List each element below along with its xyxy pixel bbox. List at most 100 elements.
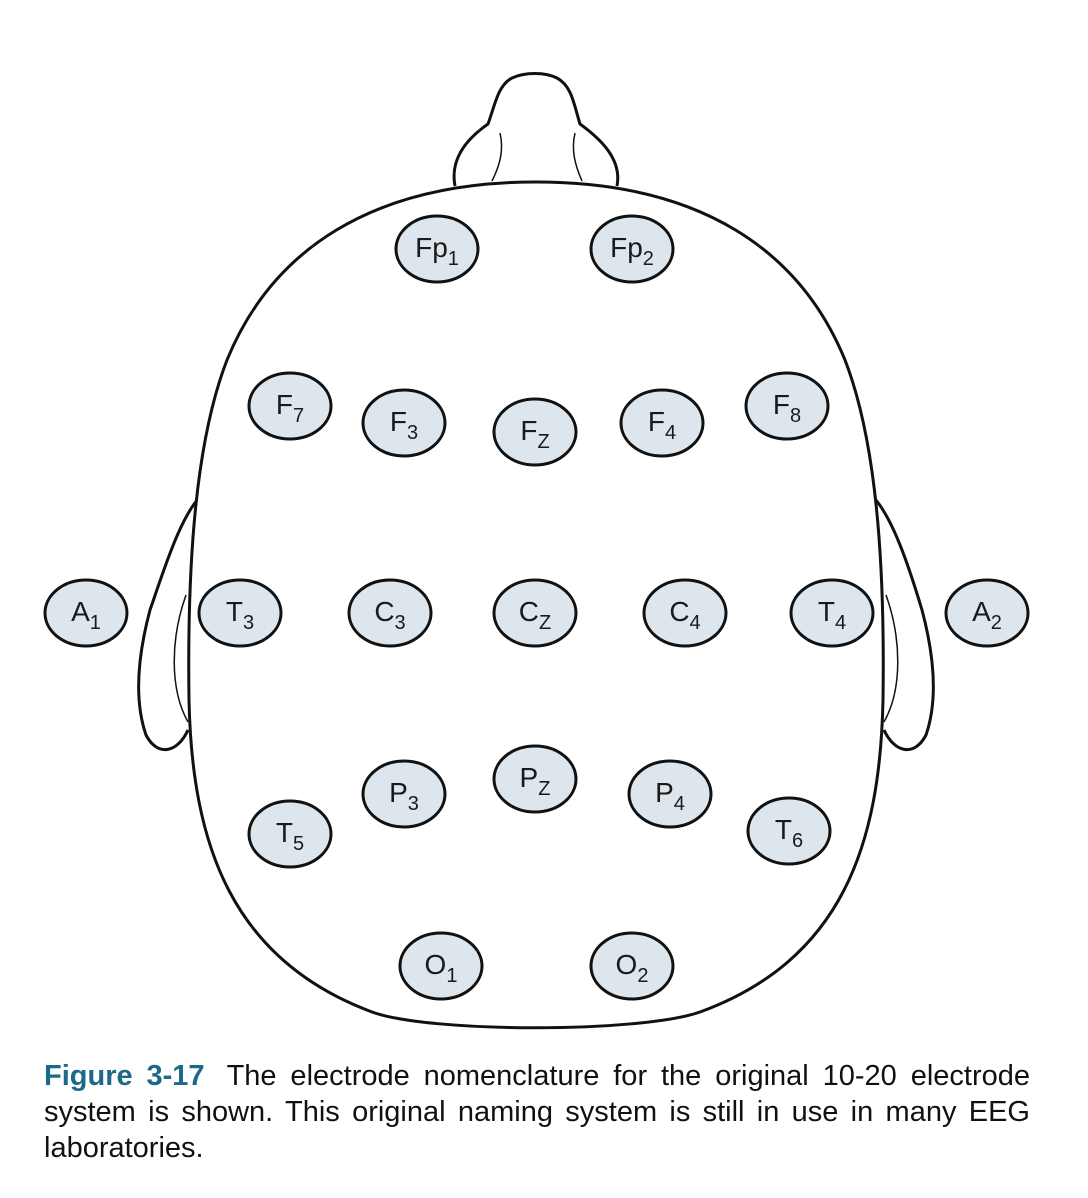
- electrode-f3-circle: [361, 388, 447, 458]
- electrode-fp1-subscript: 1: [448, 248, 459, 270]
- electrode-p4-base: P: [655, 777, 674, 808]
- electrode-fz-label: FZ: [520, 415, 549, 453]
- electrode-o1-circle: [398, 931, 484, 1001]
- electrode-f4: F4: [619, 388, 705, 458]
- electrode-o2: O2: [589, 931, 675, 1001]
- electrode-p3-subscript: 3: [408, 793, 419, 815]
- electrode-p3-base: P: [389, 777, 408, 808]
- electrode-pz-base: P: [520, 762, 539, 793]
- electrode-fz: FZ: [492, 397, 578, 467]
- electrode-t5-circle: [247, 799, 333, 869]
- electrode-f3-subscript: 3: [407, 422, 418, 444]
- electrode-a2: A2: [944, 578, 1030, 648]
- right-ear-inner: [883, 594, 899, 723]
- electrode-fz-circle: [492, 397, 578, 467]
- electrode-t3-base: T: [226, 596, 243, 627]
- electrode-o2-base: O: [616, 949, 638, 980]
- electrode-o1-subscript: 1: [446, 965, 457, 987]
- electrode-f7-label: F7: [276, 389, 304, 427]
- electrode-c4-circle: [642, 578, 728, 648]
- electrode-o1: O1: [398, 931, 484, 1001]
- electrode-t6: T6: [746, 796, 832, 866]
- electrode-p3-label: P3: [389, 777, 419, 815]
- electrode-fz-base: F: [520, 415, 537, 446]
- electrode-t3-label: T3: [226, 596, 254, 634]
- figure-label: Figure 3-17: [44, 1060, 205, 1092]
- electrode-f8-circle: [744, 371, 830, 441]
- electrode-p4-label: P4: [655, 777, 685, 815]
- electrode-fp2-label: Fp2: [610, 232, 654, 270]
- electrode-cz-label: CZ: [519, 596, 551, 634]
- electrode-pz: PZ: [492, 744, 578, 814]
- electrode-fp2-base: Fp: [610, 232, 643, 263]
- electrode-t6-subscript: 6: [792, 830, 803, 852]
- electrode-c3-subscript: 3: [395, 612, 406, 634]
- electrode-c4: C4: [642, 578, 728, 648]
- electrode-a2-subscript: 2: [991, 612, 1002, 634]
- electrode-c3-label: C3: [374, 596, 405, 634]
- electrode-t3: T3: [197, 578, 283, 648]
- electrode-t6-label: T6: [775, 814, 803, 852]
- electrode-fp1-base: Fp: [415, 232, 448, 263]
- electrode-t6-base: T: [775, 814, 792, 845]
- electrode-f8-base: F: [773, 389, 790, 420]
- electrode-pz-circle: [492, 744, 578, 814]
- electrode-f4-base: F: [648, 406, 665, 437]
- electrode-f4-label: F4: [648, 406, 676, 444]
- electrode-t4-base: T: [818, 596, 835, 627]
- electrode-a2-base: A: [972, 596, 991, 627]
- electrode-cz: CZ: [492, 578, 578, 648]
- electrode-fp1-label: Fp1: [415, 232, 459, 270]
- electrode-t5: T5: [247, 799, 333, 869]
- electrode-c3-base: C: [374, 596, 394, 627]
- electrode-cz-subscript: Z: [539, 612, 551, 634]
- electrode-f4-circle: [619, 388, 705, 458]
- electrode-t4-circle: [789, 578, 875, 648]
- electrode-fz-subscript: Z: [537, 431, 549, 453]
- electrode-f4-subscript: 4: [665, 422, 676, 444]
- electrode-pz-label: PZ: [520, 762, 551, 800]
- electrode-a1-label: A1: [71, 596, 101, 634]
- electrode-a2-label: A2: [972, 596, 1002, 634]
- electrode-f8-label: F8: [773, 389, 801, 427]
- electrode-c4-label: C4: [669, 596, 700, 634]
- electrode-o1-label: O1: [425, 949, 458, 987]
- electrode-fp2-circle: [589, 214, 675, 284]
- electrode-p4: P4: [627, 759, 713, 829]
- electrode-fp1-circle: [394, 214, 480, 284]
- electrode-c4-subscript: 4: [690, 612, 701, 634]
- electrode-t6-circle: [746, 796, 832, 866]
- electrode-t4-subscript: 4: [835, 612, 846, 634]
- nose-outline: [452, 72, 620, 187]
- electrode-o2-circle: [589, 931, 675, 1001]
- electrode-cz-base: C: [519, 596, 539, 627]
- electrode-fp1: Fp1: [394, 214, 480, 284]
- electrode-p3-circle: [361, 759, 447, 829]
- electrode-o2-subscript: 2: [637, 965, 648, 987]
- electrode-c3: C3: [347, 578, 433, 648]
- electrode-o1-base: O: [425, 949, 447, 980]
- electrode-fp2-subscript: 2: [643, 248, 654, 270]
- electrode-c3-circle: [347, 578, 433, 648]
- nose-left-nostril: [491, 132, 503, 182]
- electrode-t5-base: T: [276, 817, 293, 848]
- electrode-p4-circle: [627, 759, 713, 829]
- electrode-t3-subscript: 3: [243, 612, 254, 634]
- electrode-cz-circle: [492, 578, 578, 648]
- electrode-f3: F3: [361, 388, 447, 458]
- electrode-t5-label: T5: [276, 817, 304, 855]
- electrode-a2-circle: [944, 578, 1030, 648]
- electrode-f7-circle: [247, 371, 333, 441]
- electrode-f7: F7: [247, 371, 333, 441]
- electrode-pz-subscript: Z: [538, 778, 550, 800]
- electrode-f8-subscript: 8: [790, 405, 801, 427]
- electrode-t4: T4: [789, 578, 875, 648]
- electrode-a1-circle: [43, 578, 129, 648]
- electrode-o2-label: O2: [616, 949, 649, 987]
- electrode-f7-base: F: [276, 389, 293, 420]
- electrode-f3-base: F: [390, 406, 407, 437]
- electrode-f8: F8: [744, 371, 830, 441]
- electrode-f3-label: F3: [390, 406, 418, 444]
